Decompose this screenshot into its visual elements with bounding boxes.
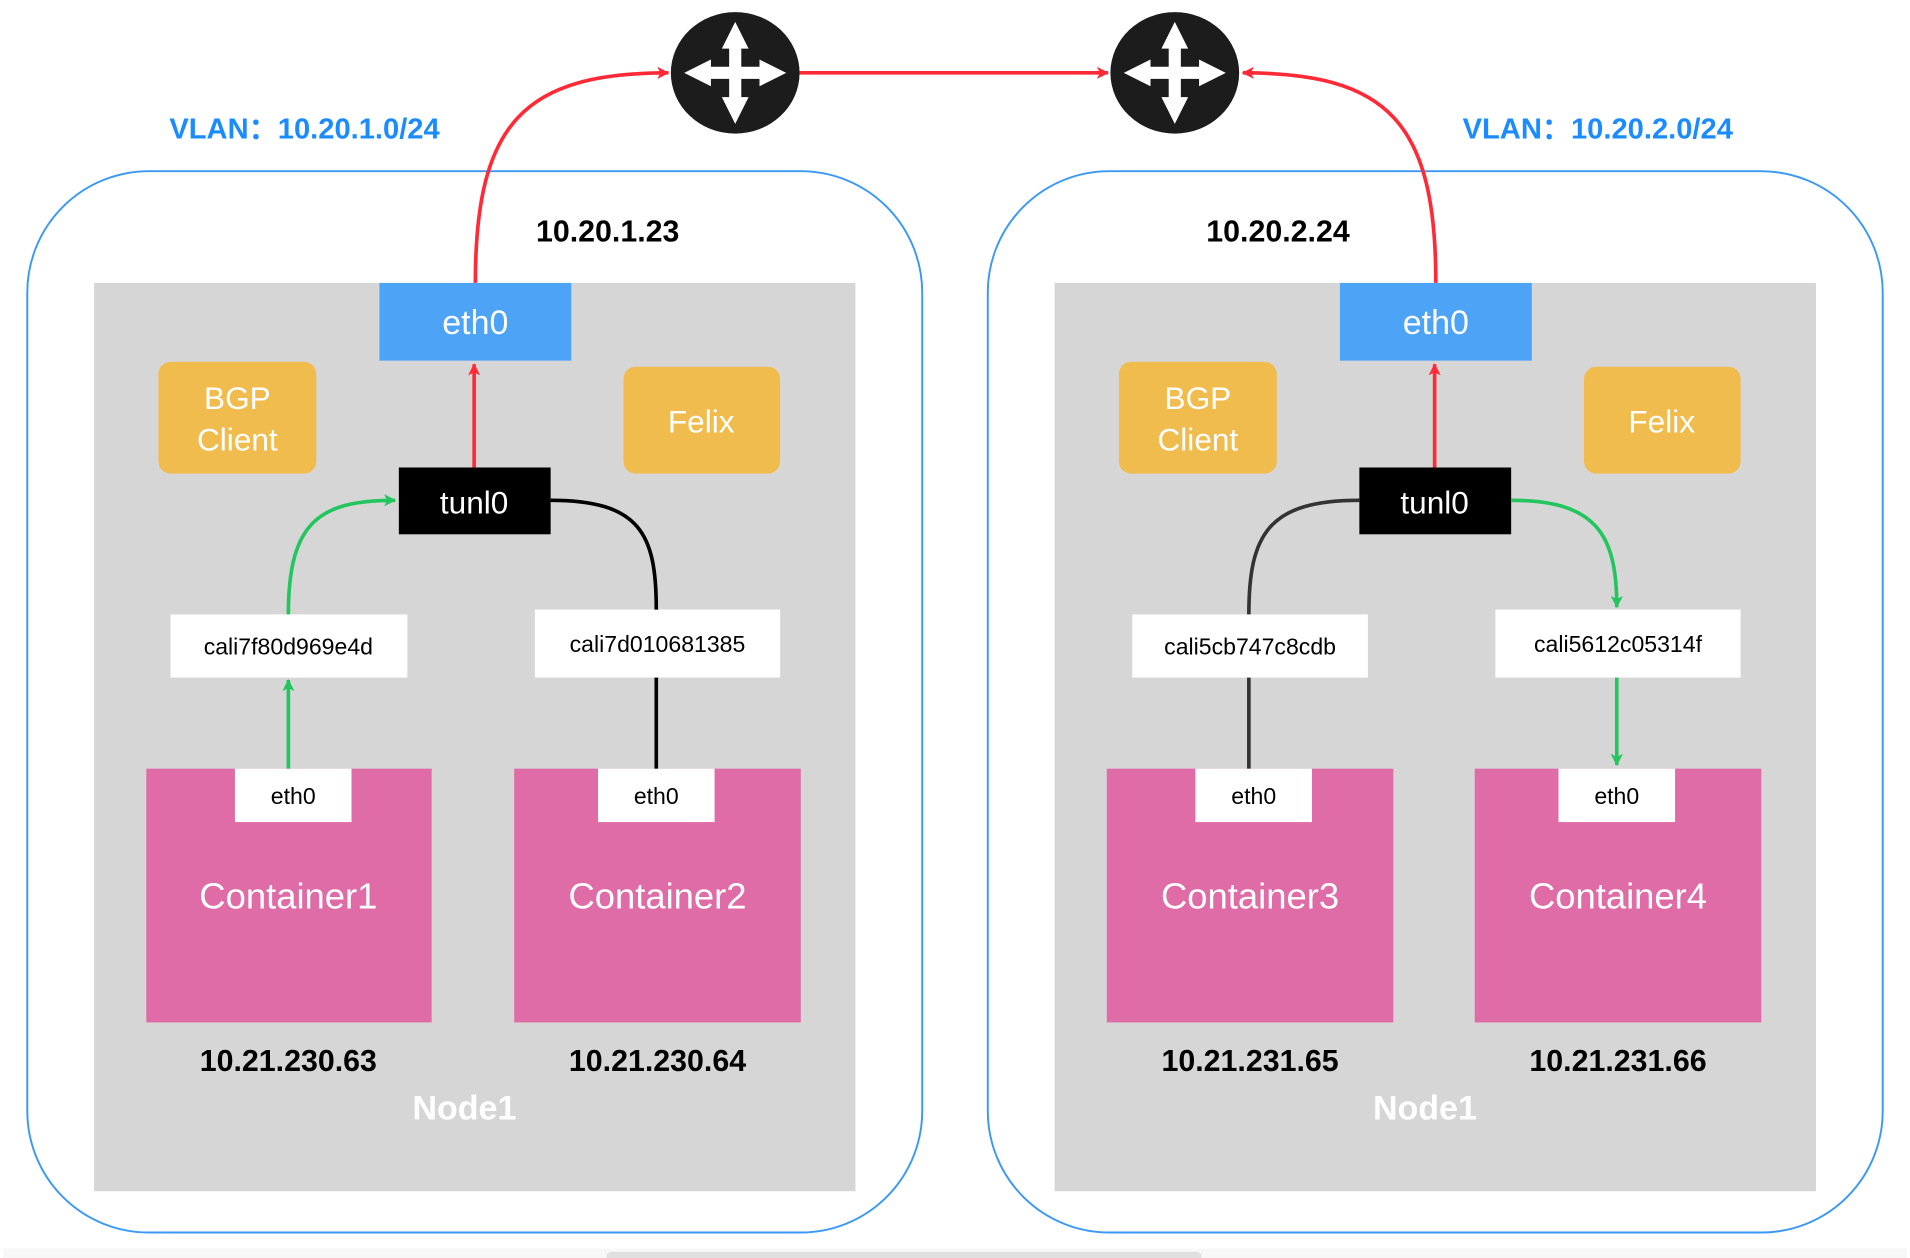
path-from-router — [1241, 66, 1438, 283]
bgp-client-label: BGP — [204, 380, 271, 416]
bgp-client-label: Client — [1158, 422, 1239, 458]
tunl0-label: tunl0 — [1400, 485, 1468, 521]
link-container3 — [1247, 498, 1360, 769]
container-name: Container2 — [568, 875, 746, 916]
host-eth0 — [379, 282, 572, 361]
path-tunl0-veth — [1511, 498, 1623, 609]
host-ip: 10.20.2.24 — [1206, 216, 1350, 249]
veth-label: cali5cb747c8cdb — [1164, 634, 1336, 660]
bgp-client-label: Client — [197, 422, 278, 458]
bgp-client — [1118, 361, 1277, 474]
tunl0 — [1359, 467, 1512, 535]
path-veth-tunl0 — [286, 494, 397, 615]
vlan-label: VLAN：10.20.2.0/24 — [1463, 113, 1734, 145]
container-name: Container1 — [199, 875, 377, 916]
vlan-boundary — [26, 170, 924, 1234]
container-eth0 — [1558, 768, 1676, 823]
container-eth0-label: eth0 — [1231, 783, 1276, 809]
host-eth0 — [1339, 282, 1532, 361]
vlan-2: VLAN：10.20.2.0/24 10.20.2.24 eth0 BGP Cl… — [986, 66, 1884, 1234]
vlan-boundary — [986, 170, 1884, 1234]
horizontal-scrollbar[interactable] — [606, 1251, 1202, 1258]
container-ip: 10.21.230.64 — [569, 1045, 746, 1078]
container-eth0 — [598, 768, 715, 823]
bgp-client — [158, 361, 317, 474]
veth-interface — [534, 609, 781, 678]
container-ip: 10.21.231.66 — [1529, 1045, 1706, 1078]
node-name: Node1 — [1373, 1090, 1477, 1128]
felix — [623, 366, 781, 474]
container-eth0 — [234, 768, 352, 823]
container-eth0-label: eth0 — [1594, 783, 1639, 809]
vlan-1: VLAN：10.20.1.0/24 10.20.1.23 eth0 BGP Cl… — [26, 66, 924, 1234]
container-ip: 10.21.230.63 — [200, 1045, 377, 1078]
veth-label: cali5612c05314f — [1534, 631, 1703, 657]
container-eth0-label: eth0 — [271, 783, 316, 809]
veth-label: cali7d010681385 — [570, 631, 746, 657]
container-name: Container4 — [1529, 875, 1707, 916]
container-eth0-label: eth0 — [634, 783, 679, 809]
router-icon — [1110, 12, 1240, 134]
router-icon — [670, 12, 800, 134]
host-eth0-label: eth0 — [1403, 304, 1469, 342]
felix-label: Felix — [1628, 403, 1695, 439]
tunl0 — [398, 467, 551, 535]
veth-interface — [1132, 614, 1368, 678]
vlan-label: VLAN：10.20.1.0/24 — [169, 113, 440, 145]
veth-interface — [170, 614, 408, 678]
felix-label: Felix — [668, 403, 735, 439]
container-eth0 — [1195, 768, 1312, 823]
tunl0-label: tunl0 — [440, 485, 508, 521]
container-ip: 10.21.231.65 — [1161, 1045, 1338, 1078]
node-name: Node1 — [412, 1090, 516, 1128]
felix — [1584, 366, 1741, 474]
link-container2 — [550, 498, 659, 769]
veth-interface — [1495, 609, 1741, 678]
container-name: Container3 — [1161, 875, 1339, 916]
veth-label: cali7f80d969e4d — [204, 634, 373, 660]
host-ip: 10.20.1.23 — [536, 216, 679, 249]
bgp-client-label: BGP — [1165, 380, 1232, 416]
host-eth0-label: eth0 — [442, 304, 508, 342]
path-to-router — [473, 66, 670, 283]
